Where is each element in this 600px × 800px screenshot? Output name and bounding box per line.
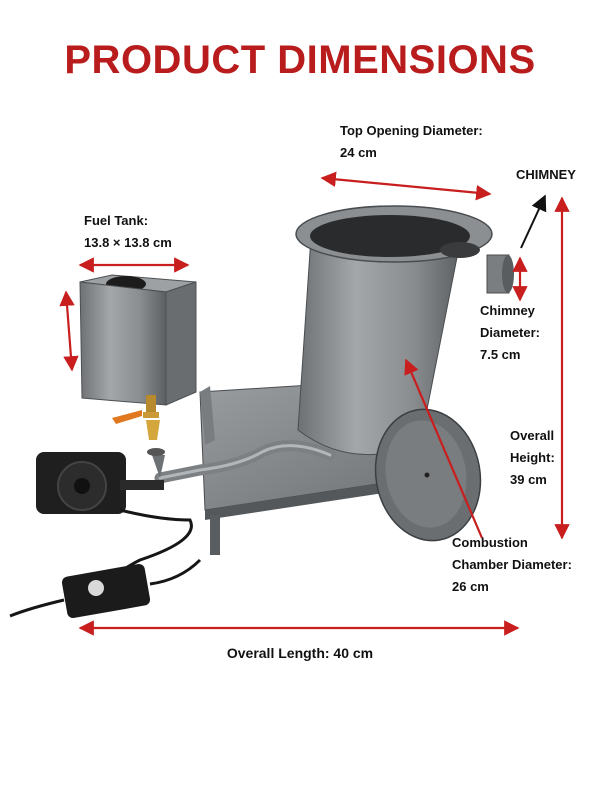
arrow-combustion-pointer	[404, 358, 484, 539]
label-combustion-line1: Combustion	[452, 535, 528, 550]
label-overall-height-line1: Overall	[510, 428, 555, 443]
label-overall-height: Overall Height: 39 cm	[510, 425, 555, 491]
label-chimney: CHIMNEY	[516, 167, 576, 182]
label-chimney-diameter-line2: Diameter:	[480, 325, 540, 340]
label-combustion-line2: Chamber Diameter:	[452, 557, 572, 572]
arrow-chimney-pointer	[520, 194, 547, 249]
blower-fan	[36, 452, 164, 514]
label-fuel-tank-name: Fuel Tank:	[84, 213, 149, 228]
label-chimney-diameter: Chimney Diameter: 7.5 cm	[480, 300, 540, 366]
label-chimney-diameter-value: 7.5 cm	[480, 347, 521, 362]
label-overall-length: Overall Length: 40 cm	[226, 645, 374, 661]
arrow-top-opening	[320, 171, 492, 201]
label-top-opening-value: 24 cm	[340, 145, 377, 160]
dimension-arrows	[59, 171, 570, 636]
label-fuel-tank: Fuel Tank: 13.8 × 13.8 cm	[84, 210, 172, 254]
label-fuel-tank-value: 13.8 × 13.8 cm	[84, 235, 172, 250]
burner-pipe	[147, 440, 336, 484]
label-combustion-value: 26 cm	[452, 579, 489, 594]
speed-controller	[9, 508, 202, 619]
arrow-fuel-tank-height	[59, 290, 79, 372]
page-title: PRODUCT DIMENSIONS	[64, 38, 536, 82]
label-overall-height-line2: Height:	[510, 450, 555, 465]
label-chimney-diameter-line1: Chimney	[480, 303, 535, 318]
side-disc	[374, 408, 482, 542]
label-overall-height-value: 39 cm	[510, 472, 547, 487]
label-top-opening-name: Top Opening Diameter:	[340, 123, 483, 138]
fuel-tank	[79, 274, 197, 440]
label-combustion-chamber: Combustion Chamber Diameter: 26 cm	[452, 532, 572, 598]
label-top-opening: Top Opening Diameter: 24 cm	[340, 120, 483, 164]
